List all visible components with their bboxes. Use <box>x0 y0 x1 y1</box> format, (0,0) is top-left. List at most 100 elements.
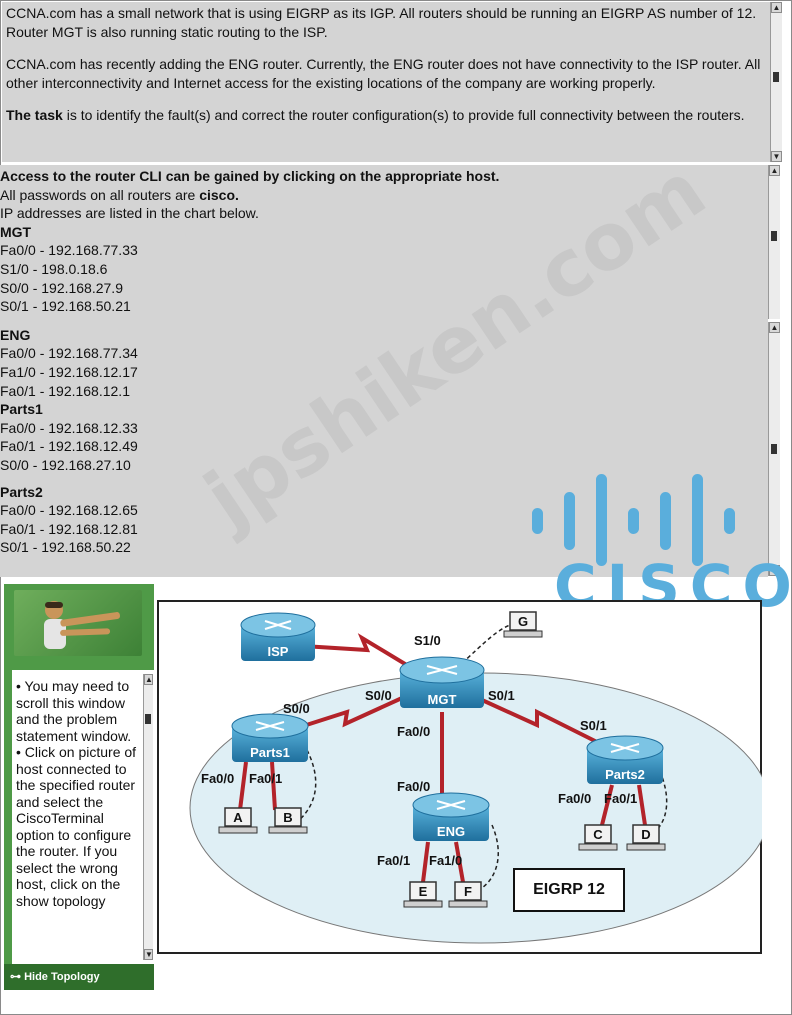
link-eng-e <box>421 841 430 883</box>
router-heading-eng: ENG <box>0 326 31 343</box>
parts2-interface: Fa0/1 - 192.168.12.81 <box>0 520 138 537</box>
host-a[interactable]: A <box>218 807 258 834</box>
router-eng-label: ENG <box>437 824 465 839</box>
topology-icon: ⊶ <box>10 971 21 983</box>
cisco-logo-bar <box>532 508 543 534</box>
password-value: cisco. <box>199 186 239 203</box>
parts2-interface: S0/1 - 192.168.50.22 <box>0 539 131 556</box>
link-mgt-parts2 <box>481 698 598 744</box>
host-c-label: C <box>593 827 603 842</box>
interface-label: Fa0/0 <box>558 791 591 806</box>
cisco-logo-bar <box>628 508 639 534</box>
problem-paragraph-2: CCNA.com has recently adding the ENG rou… <box>6 56 761 91</box>
eigrp-as-label: EIGRP 12 <box>513 868 625 912</box>
help-scrollbar[interactable]: ▲ ▼ <box>143 674 153 960</box>
interface-label: Fa0/1 <box>249 771 282 786</box>
help-bullet-scroll: • You may need to scroll this window and… <box>16 678 132 744</box>
link-parts2-d <box>637 784 647 826</box>
router-isp[interactable]: ISP <box>240 612 316 661</box>
host-b-label: B <box>283 810 292 825</box>
host-e[interactable]: E <box>403 881 443 908</box>
router-parts1-label: Parts1 <box>250 745 290 760</box>
interface-label: Fa0/0 <box>397 779 430 794</box>
help-text: • You may need to scroll this window and… <box>16 678 142 909</box>
passwords-line: All passwords on all routers are cisco. <box>0 186 768 205</box>
problem-scrollbar[interactable]: ▲ ▼ <box>770 2 782 162</box>
scroll-down-arrow-icon[interactable]: ▼ <box>769 565 780 576</box>
eng-interface: Fa1/0 - 192.168.12.17 <box>0 363 138 380</box>
cisco-logo-bar <box>692 474 703 566</box>
host-f[interactable]: F <box>448 881 488 908</box>
mgt-interface: S0/1 - 192.168.50.21 <box>0 298 131 315</box>
scroll-thumb[interactable] <box>145 714 151 724</box>
parts2-interface: Fa0/0 - 192.168.12.65 <box>0 502 138 519</box>
router-eng[interactable]: ENG <box>412 792 490 841</box>
link-parts1-b <box>270 761 277 811</box>
link-parts1-a <box>238 761 248 811</box>
router-parts2[interactable]: Parts2 <box>586 735 664 784</box>
scroll-up-arrow-icon[interactable]: ▲ <box>769 165 780 176</box>
scroll-up-arrow-icon[interactable]: ▲ <box>771 2 782 13</box>
host-f-label: F <box>464 884 472 899</box>
interface-label: Fa0/0 <box>397 724 430 739</box>
scroll-down-arrow-icon[interactable]: ▼ <box>771 151 782 162</box>
host-c[interactable]: C <box>578 824 618 851</box>
link-eng-f <box>454 841 465 883</box>
interface-label: Fa0/1 <box>377 853 410 868</box>
interface-label: S0/1 <box>580 718 607 733</box>
cisco-logo-bar <box>596 474 607 566</box>
interface-label: Fa0/1 <box>604 791 637 806</box>
scroll-thumb[interactable] <box>771 231 777 241</box>
cisco-logo: CISCO <box>530 474 792 620</box>
help-panel: • You may need to scroll this window and… <box>4 670 154 964</box>
hide-topology-button[interactable]: ⊶ Hide Topology <box>4 964 154 990</box>
sidebar-banner-image <box>14 590 142 656</box>
link-parts2-c <box>600 784 614 826</box>
host-d[interactable]: D <box>626 824 666 851</box>
host-b[interactable]: B <box>268 807 308 834</box>
cisco-logo-bar <box>724 508 735 534</box>
interface-label: S0/1 <box>488 688 515 703</box>
passwords-prefix: All passwords on all routers are <box>0 186 200 203</box>
router-isp-label: ISP <box>268 644 289 659</box>
parts1-interface: Fa0/1 - 192.168.12.49 <box>0 438 138 455</box>
console-line-b <box>296 749 317 823</box>
person-pointing-icon <box>44 601 121 649</box>
help-bullet-click-host: • Click on picture of host connected to … <box>16 744 137 909</box>
scroll-down-arrow-icon[interactable]: ▼ <box>144 949 153 960</box>
interface-label: S0/0 <box>283 701 310 716</box>
router-mgt[interactable]: MGT <box>399 656 485 708</box>
scroll-thumb[interactable] <box>771 444 777 454</box>
host-g-label: G <box>518 614 528 629</box>
interface-label: Fa0/0 <box>201 771 234 786</box>
parts1-interface: S0/0 - 192.168.27.10 <box>0 456 131 473</box>
router-heading-mgt: MGT <box>0 223 32 240</box>
access-heading: Access to the router CLI can be gained b… <box>0 168 500 184</box>
sidebar-banner <box>4 584 154 670</box>
interface-label: Fa1/0 <box>429 853 462 868</box>
router-mgt-label: MGT <box>428 692 457 707</box>
parts1-interface: Fa0/0 - 192.168.12.33 <box>0 419 138 436</box>
task-text: is to identify the fault(s) and correct … <box>62 107 745 123</box>
access-scrollbar-upper[interactable]: ▲ <box>768 165 780 319</box>
host-a-label: A <box>233 810 243 825</box>
mgt-interface: S0/0 - 192.168.27.9 <box>0 279 123 296</box>
router-parts2-label: Parts2 <box>605 767 645 782</box>
host-g[interactable]: G <box>503 611 543 638</box>
router-parts1[interactable]: Parts1 <box>231 713 309 762</box>
eng-interface: Fa0/0 - 192.168.77.34 <box>0 345 138 362</box>
scroll-thumb[interactable] <box>773 72 779 82</box>
cisco-logo-bar <box>564 492 575 550</box>
ip-intro: IP addresses are listed in the chart bel… <box>0 205 259 222</box>
scroll-up-arrow-icon[interactable]: ▲ <box>769 322 780 333</box>
interface-label: S0/0 <box>365 688 392 703</box>
problem-statement-window: CCNA.com has a small network that is usi… <box>2 2 770 162</box>
router-heading-parts1: Parts1 <box>0 401 43 418</box>
router-heading-parts2: Parts2 <box>0 483 43 500</box>
link-isp-mgt <box>286 633 417 672</box>
scroll-up-arrow-icon[interactable]: ▲ <box>144 674 153 685</box>
host-e-label: E <box>419 884 428 899</box>
access-scrollbar-lower[interactable]: ▲ ▼ <box>768 322 780 576</box>
mgt-interface: S1/0 - 198.0.18.6 <box>0 260 108 277</box>
interface-label: S1/0 <box>414 633 441 648</box>
